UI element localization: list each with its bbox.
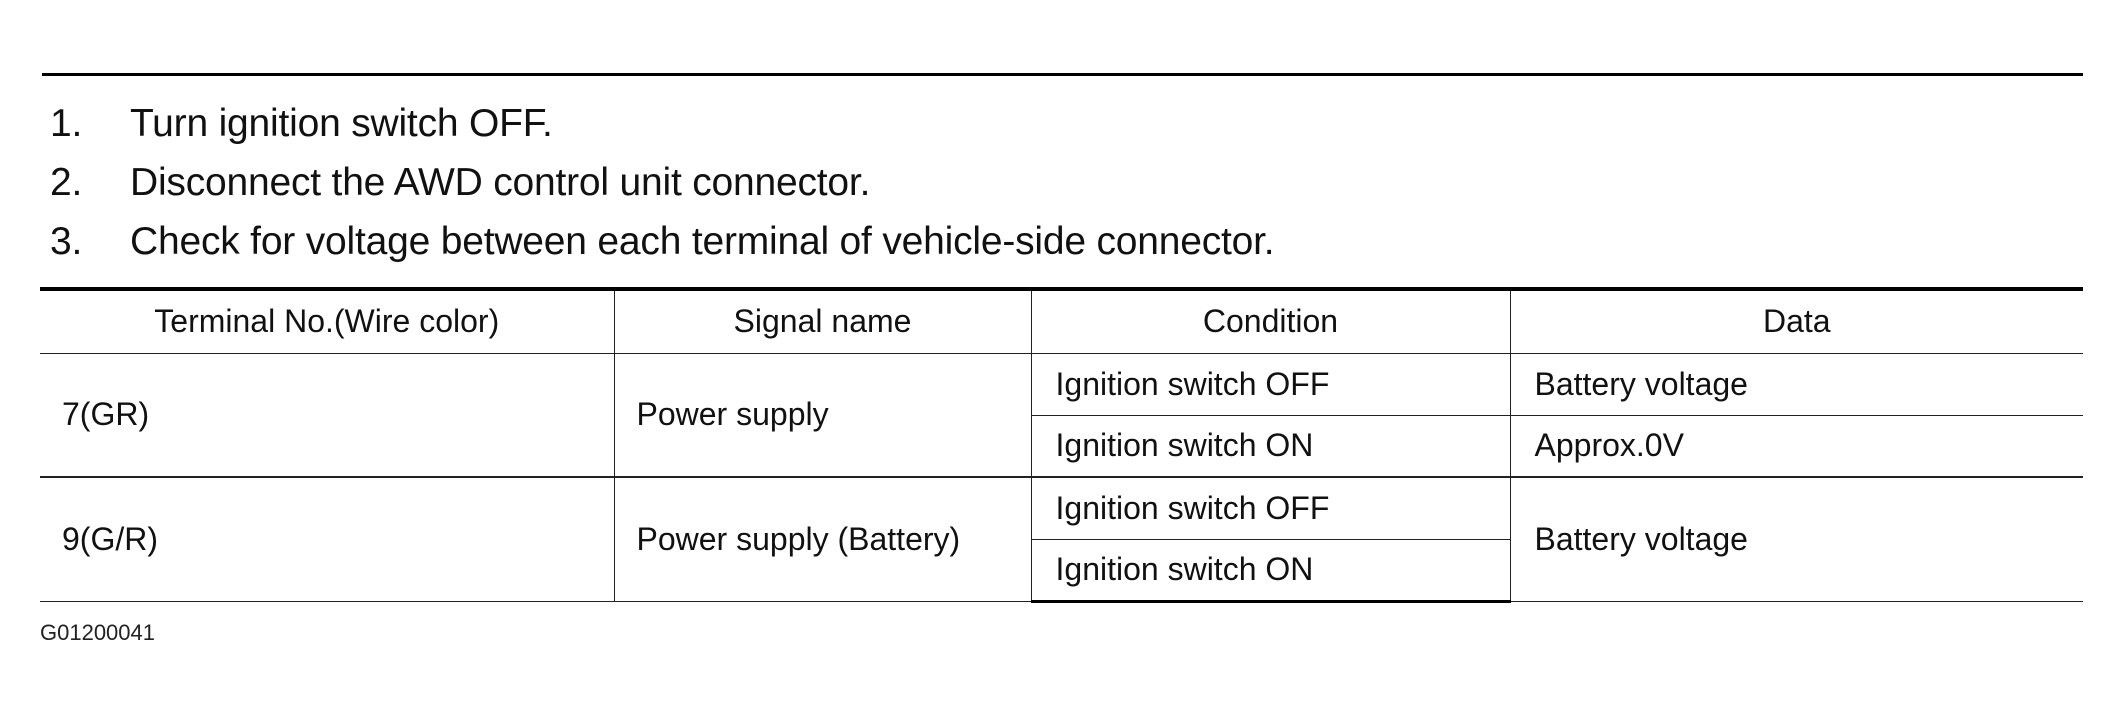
table-row: Ignition switch ON [40,538,2083,603]
terminal-cell: 7(GR) [40,352,615,478]
terminal-cell: 9(G/R) [40,476,615,602]
top-divider [42,73,2083,76]
signal-name-cell: Power supply [613,352,1032,478]
table-row: 7(GR) Power supply Ignition switch OFF B… [40,352,2083,478]
step-number: 2. [50,160,83,204]
data-cell: Battery voltage [1509,476,2083,602]
step-item: 3. Check for voltage between each termin… [50,212,1275,271]
condition-cell: Ignition switch OFF [1030,352,1511,416]
table-row: Ignition switch ON Approx.0V [40,414,2083,478]
condition-cell: Ignition switch OFF [1030,476,1511,540]
step-number: 1. [50,101,83,145]
header-condition: Condition [1030,287,1511,354]
table-header-row: Terminal No.(Wire color) Signal name Con… [40,287,2083,354]
header-terminal: Terminal No.(Wire color) [40,287,615,354]
condition-cell: Ignition switch ON [1031,538,1510,603]
data-cell: Battery voltage [1509,352,2083,416]
data-cell: Approx.0V [1509,414,2083,478]
voltage-check-table: Terminal No.(Wire color) Signal name Con… [40,287,2083,603]
figure-code: G01200041 [40,620,155,645]
signal-name-cell: Power supply (Battery) [613,476,1032,602]
step-number: 3. [50,219,83,263]
step-item: 2. Disconnect the AWD control unit conne… [50,153,1274,212]
step-text: Check for voltage between each terminal … [130,219,1275,263]
step-item: 1. Turn ignition switch OFF. [50,94,1274,153]
table-row: 9(G/R) Power supply (Battery) Ignition s… [40,476,2083,602]
header-signal-name: Signal name [613,287,1032,354]
step-text: Turn ignition switch OFF. [130,101,553,145]
condition-cell: Ignition switch ON [1031,414,1511,478]
header-data: Data [1509,287,2083,354]
procedure-steps: 1. Turn ignition switch OFF. 2. Disconne… [50,94,1275,271]
step-text: Disconnect the AWD control unit connecto… [130,160,871,204]
